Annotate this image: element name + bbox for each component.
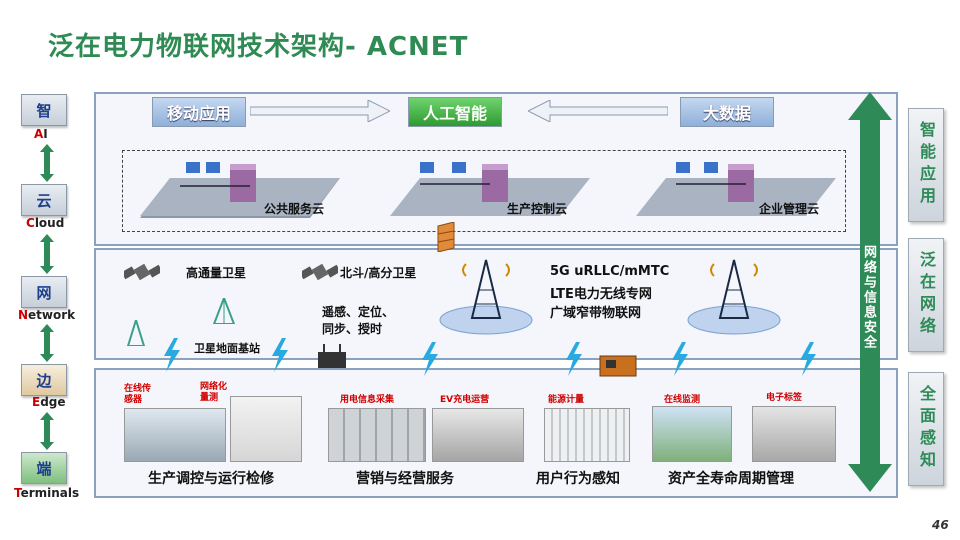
lightning-icon bbox=[668, 342, 690, 380]
lightning-icon bbox=[796, 342, 818, 380]
power-line-sensor-photo bbox=[230, 396, 302, 462]
terminal-label-ev-charging: EV充电运营 bbox=[440, 395, 490, 405]
terminal-label-power-collection: 用电信息采集 bbox=[340, 395, 395, 405]
lightning-icon bbox=[268, 338, 290, 376]
beidou-functions-line2: 同步、授时 bbox=[322, 322, 383, 336]
right-label-ubiquitous-network: 泛在网络 bbox=[908, 238, 944, 352]
cloud-enterprise-label: 企业管理云 bbox=[759, 202, 820, 216]
terminal-label-networked-measure: 网络化量测 bbox=[200, 382, 228, 403]
cloud-dashed-container bbox=[122, 150, 846, 232]
arrow-network-edge bbox=[40, 324, 54, 366]
cloud-platform-production bbox=[390, 158, 590, 226]
right-label-full-perception: 全面感知 bbox=[908, 372, 944, 486]
tower-lte-icon bbox=[686, 254, 782, 344]
bottom-label-user-behavior: 用户行为感知 bbox=[536, 471, 620, 487]
bottom-label-asset-lifecycle: 资产全寿命周期管理 bbox=[668, 471, 794, 487]
tower-5g-icon bbox=[438, 254, 534, 344]
network-tech-line1: 5G uRLLC/mMTC bbox=[550, 264, 670, 279]
edge-gateway-icon bbox=[316, 344, 348, 374]
network-tech-line2: LTE电力无线专网 bbox=[550, 287, 652, 302]
left-layer-labels: 智 AI 云 Cloud 网 Network 边 Edge 端 Terminal… bbox=[12, 92, 80, 502]
meter-wall-photo bbox=[328, 408, 426, 462]
layer-edge-label: Edge bbox=[32, 395, 66, 409]
network-tech-line3: 广域窄带物联网 bbox=[550, 306, 642, 321]
security-label: 网络与信息安全 bbox=[861, 245, 876, 350]
terminal-label-online-sensor: 在线传感器 bbox=[124, 384, 152, 405]
right-label-smart-app: 智能应用 bbox=[908, 108, 944, 222]
layer-terminals-label: Terminals bbox=[14, 486, 80, 500]
layer-cloud-box: 云 bbox=[21, 184, 67, 216]
beidou-functions-line1: 遥感、定位、 bbox=[322, 305, 395, 319]
page-number: 46 bbox=[932, 518, 949, 532]
cloud-public-label: 公共服务云 bbox=[264, 202, 325, 216]
arrow-ai-cloud bbox=[40, 144, 54, 186]
bottom-label-marketing: 营销与经营服务 bbox=[356, 471, 454, 487]
layer-network-label: Network bbox=[18, 308, 76, 322]
ev-charging-photo bbox=[432, 408, 524, 462]
arrow-bigdata-to-ai bbox=[526, 99, 669, 126]
arrow-mobile-to-ai bbox=[249, 99, 392, 126]
edge-terminal-device-icon bbox=[598, 350, 638, 382]
page-title: 泛在电力物联网技术架构- ACNET bbox=[48, 32, 469, 62]
hts-label: 高通量卫星 bbox=[186, 266, 247, 280]
layer-edge-box: 边 bbox=[21, 364, 67, 396]
app-bigdata: 大数据 bbox=[680, 97, 774, 127]
security-arrow bbox=[848, 92, 892, 496]
ground-station-label: 卫星地面基站 bbox=[194, 342, 260, 355]
antenna-small-icon bbox=[126, 316, 146, 350]
radiator-photo bbox=[544, 408, 630, 462]
layer-terminals-box: 端 bbox=[21, 452, 67, 484]
layer-ai-box: 智 bbox=[21, 94, 67, 126]
substation-tag-photo bbox=[752, 406, 836, 462]
beidou-label: 北斗/高分卫星 bbox=[340, 266, 417, 280]
monitoring-station-photo bbox=[652, 406, 732, 462]
app-ai: 人工智能 bbox=[408, 97, 502, 127]
app-mobile: 移动应用 bbox=[152, 97, 246, 127]
terminal-label-online-monitor: 在线监测 bbox=[664, 395, 701, 405]
lightning-icon bbox=[418, 342, 440, 380]
layer-cloud-label: Cloud bbox=[26, 216, 65, 230]
arrow-edge-terminals bbox=[40, 412, 54, 454]
lightning-icon bbox=[160, 338, 182, 376]
bottom-label-production: 生产调控与运行检修 bbox=[148, 471, 274, 487]
terminal-label-electronic-tag: 电子标签 bbox=[766, 393, 803, 403]
terminal-label-energy-metering: 能源计量 bbox=[548, 395, 585, 405]
arrow-cloud-network bbox=[40, 234, 54, 278]
cloud-platform-enterprise bbox=[636, 158, 836, 226]
lightning-icon bbox=[562, 342, 584, 380]
layer-ai-label: AI bbox=[34, 127, 48, 141]
firewall-icon bbox=[436, 221, 456, 256]
substation-photo bbox=[124, 408, 226, 462]
layer-network-box: 网 bbox=[21, 276, 67, 308]
cloud-production-label: 生产控制云 bbox=[507, 202, 568, 216]
ground-station-icon bbox=[212, 295, 236, 328]
satellite-hts-icon bbox=[121, 258, 163, 292]
cloud-platform-public bbox=[140, 158, 340, 226]
satellite-beidou-icon bbox=[299, 258, 341, 292]
